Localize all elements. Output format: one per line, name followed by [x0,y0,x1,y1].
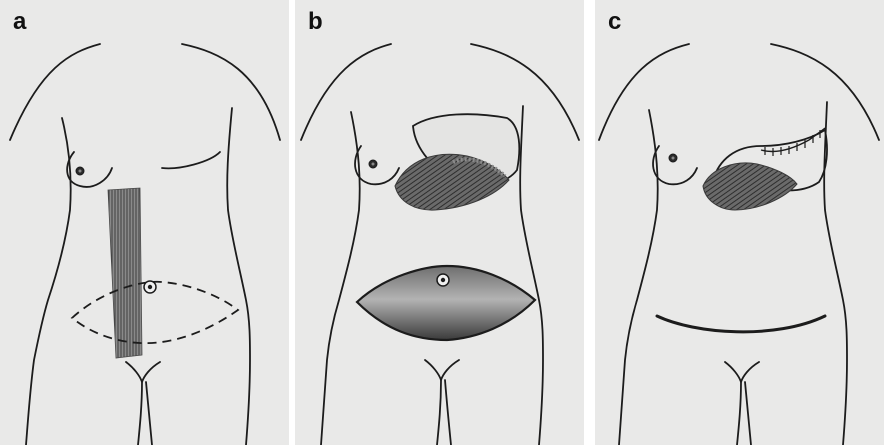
panel-label-a: a [13,10,26,34]
panel-c: c [595,0,884,445]
groin-outline [126,362,160,382]
left-thigh-line [437,380,441,445]
panel-a: a [0,0,289,445]
rectus-muscle-shading [108,188,142,358]
right-torso-outline [227,108,250,445]
right-shoulder-outline [771,44,879,140]
right-breast-outline [67,152,112,187]
left-shoulder-outline [599,44,689,140]
abdominal-scar-line [657,316,825,332]
right-torso-outline [520,106,543,445]
right-breast-outline [653,146,697,184]
right-thigh-line [146,382,152,445]
left-breast-outline [162,152,220,168]
left-thigh-line [138,382,142,445]
left-torso-outline [26,118,71,445]
groin-outline [425,360,459,380]
suture-line [761,128,825,152]
groin-outline [725,362,759,382]
left-torso-outline [619,110,658,445]
left-shoulder-outline [10,44,100,140]
left-torso-outline [321,112,360,445]
panel-label-c: c [608,10,621,34]
left-shoulder-outline [301,44,391,140]
panel-c-drawing [595,0,884,445]
right-thigh-line [445,380,451,445]
left-thigh-line [737,382,741,445]
right-thigh-line [745,382,751,445]
pectoral-shading [703,163,797,210]
panel-label-b: b [308,10,323,34]
panel-b: b [295,0,584,445]
panel-b-drawing [295,0,584,445]
panel-a-drawing [0,0,289,445]
